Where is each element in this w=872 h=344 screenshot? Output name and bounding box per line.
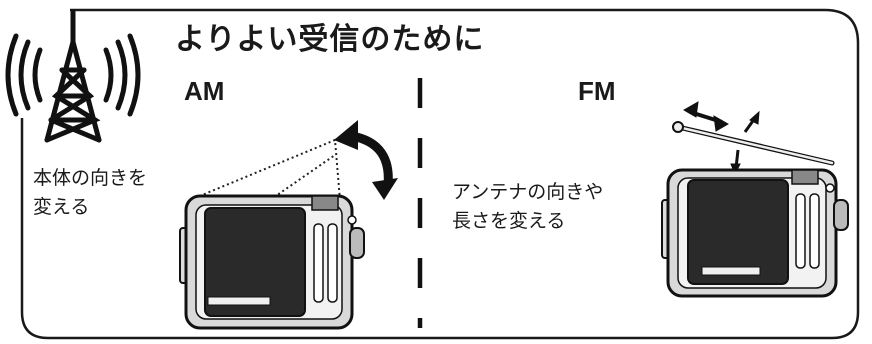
fm-antenna	[672, 121, 835, 166]
rotate-arrow-icon	[334, 120, 398, 200]
fm-caption-line1: アンテナの向きや	[452, 181, 604, 203]
extend-arrow-icon	[683, 101, 729, 132]
fm-heading: FM	[578, 76, 616, 106]
fm-caption-line2: 長さを変える	[452, 210, 566, 232]
page-title: よりよい受信のために	[175, 22, 485, 57]
am-heading: AM	[184, 76, 225, 106]
rotation-outline	[189, 138, 341, 201]
am-caption-line1: 本体の向きを	[33, 167, 148, 189]
am-caption-line2: 変える	[33, 196, 90, 218]
radio-fm	[661, 168, 849, 298]
fm-caption: アンテナの向きや 長さを変える	[452, 178, 603, 236]
broadcast-tower-icon	[5, 9, 141, 143]
frame-border	[20, 8, 860, 340]
am-caption: 本体の向きを 変える	[33, 164, 147, 222]
radio-am	[179, 194, 365, 330]
